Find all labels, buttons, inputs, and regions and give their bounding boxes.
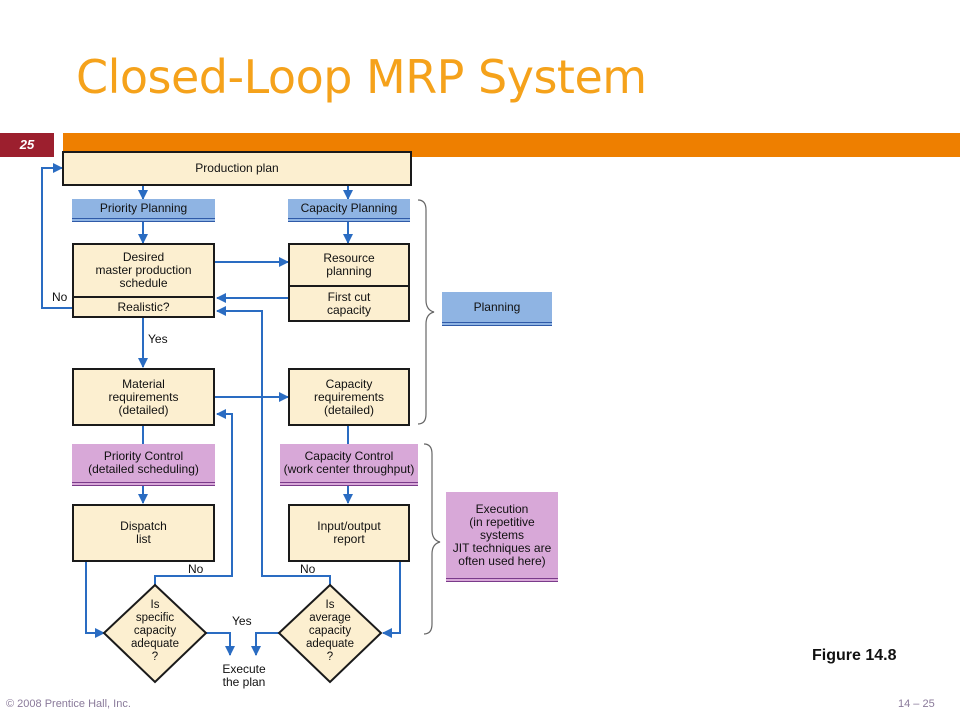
arrow-specific-yes-to-execute: [206, 632, 235, 656]
figure-label: Figure 14.8: [812, 647, 897, 664]
arrow-average-yes-to-execute: [251, 632, 280, 656]
dispatch-list-box: Dispatch list: [72, 504, 215, 562]
first-cut-capacity-box: First cut capacity: [288, 285, 410, 322]
arrow-dispatch-to-specific: [85, 562, 105, 638]
slide-number: 25: [0, 133, 54, 157]
capacity-planning-band: Capacity Planning: [288, 199, 410, 222]
no-label-io: No: [300, 562, 316, 576]
specific-capacity-diamond: [102, 583, 208, 684]
capacity-requirements-box: Capacity requirements (detailed): [288, 368, 410, 426]
resource-planning-box: Resource planning: [288, 243, 410, 287]
average-capacity-label: Is average capacity adequate ?: [306, 599, 354, 663]
specific-capacity-label: Is specific capacity adequate ?: [131, 599, 179, 663]
yes-label-mid: Yes: [148, 332, 168, 346]
planning-brace: [417, 199, 435, 425]
input-output-report-box: Input/output report: [288, 504, 410, 562]
average-capacity-diamond: [277, 583, 383, 684]
planning-band: Planning: [442, 292, 552, 326]
no-label-left: No: [52, 290, 68, 304]
arrow-specific-no-to-material: [154, 409, 233, 585]
priority-planning-band: Priority Planning: [72, 199, 215, 222]
production-plan-box: Production plan: [62, 151, 412, 186]
arrow-no-to-production-plan: [41, 163, 72, 309]
execution-brace: [423, 443, 441, 635]
priority-control-band: Priority Control (detailed scheduling): [72, 444, 215, 486]
slide-title: Closed-Loop MRP System: [76, 50, 647, 104]
execute-the-plan-label: Execute the plan: [222, 662, 266, 689]
yes-label-bottom: Yes: [232, 614, 252, 628]
page-number-footer: 14 – 25: [898, 698, 935, 710]
execution-band: Execution (in repetitive systems JIT tec…: [446, 492, 558, 582]
realistic-box: Realistic?: [72, 296, 215, 318]
capacity-control-band: Capacity Control (work center throughput…: [280, 444, 418, 486]
arrow-io-to-average: [382, 562, 401, 638]
arrow-average-no-to-realistic: [216, 306, 331, 585]
no-label-dispatch: No: [188, 562, 204, 576]
copyright-footer: © 2008 Prentice Hall, Inc.: [6, 698, 131, 710]
material-requirements-box: Material requirements (detailed): [72, 368, 215, 426]
master-production-schedule-box: Desired master production schedule: [72, 243, 215, 298]
